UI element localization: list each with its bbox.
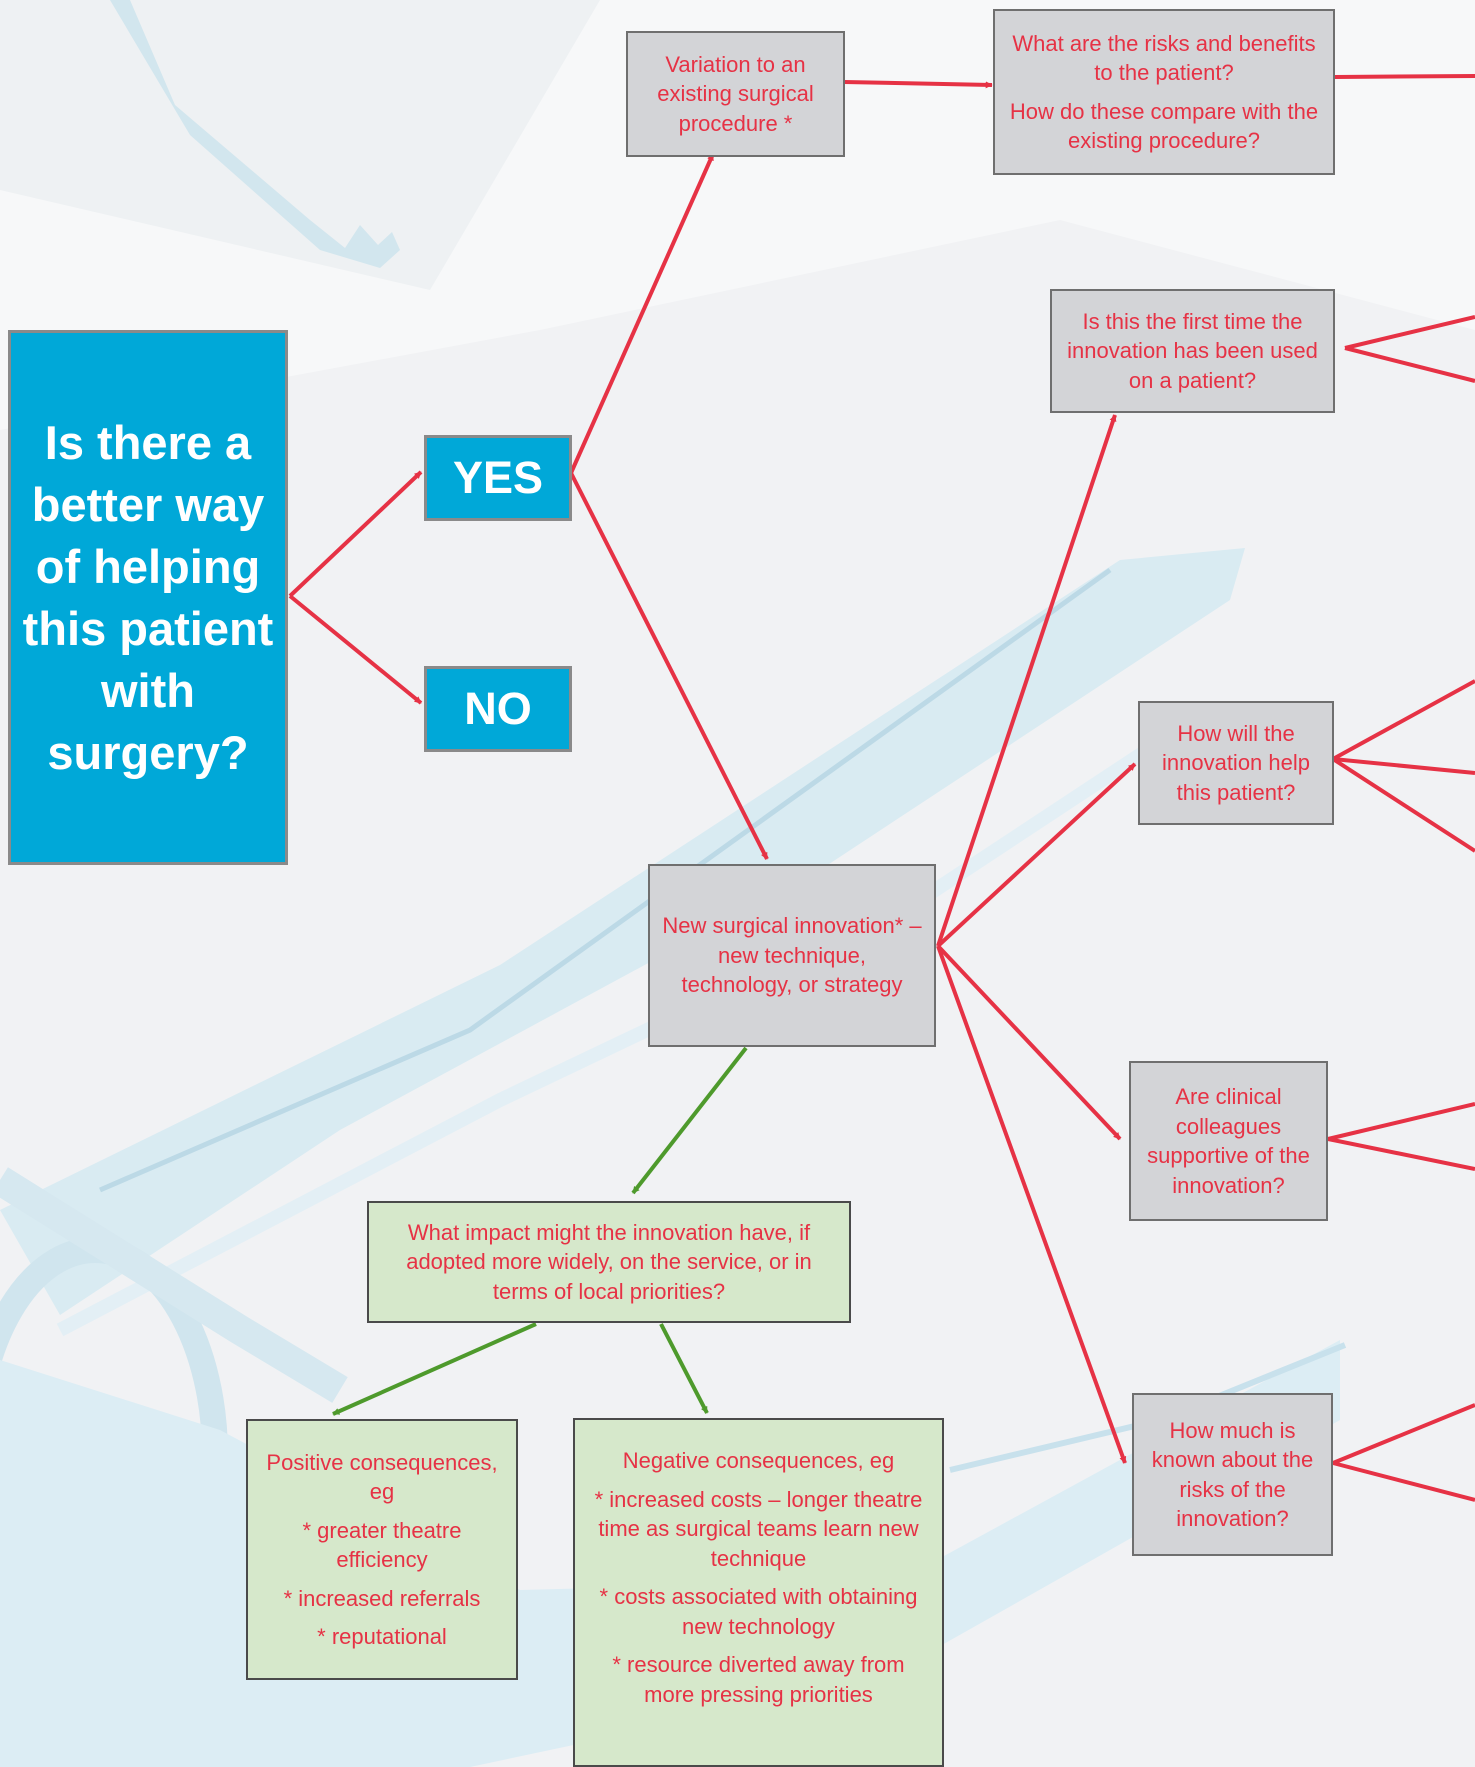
arrow-variation-to-risks [843,80,993,89]
arrow-innovation-to-impact [631,1046,748,1195]
no-label: NO [464,683,532,735]
yes-box: YES [424,435,572,521]
arrow-question-to-yes [288,470,423,598]
colleagues-question: Are clinical colleagues supportive of th… [1147,1084,1310,1198]
variation-box: Variation to an existing surgical proced… [626,31,845,157]
negative-item: * increased costs – longer theatre time … [594,1486,923,1571]
yes-label: YES [452,452,544,504]
no-box: NO [424,666,572,752]
risks-benefits-box: What are the risks and benefits to the p… [993,9,1335,175]
arrow-impact-to-positive [332,1322,537,1416]
negative-item: * resource diverted away from more press… [612,1652,905,1707]
arrow-yes-to-innovation [569,472,769,860]
arrow-question-to-no [288,594,423,705]
innovation-box: New surgical innovation* – new technique… [648,864,936,1047]
risks-benefits-question: What are the risks and benefits to the p… [1012,30,1316,86]
risks-known-box: How much is known about the risks of the… [1132,1393,1333,1556]
positive-consequences-box: Positive consequences, eg * greater thea… [246,1419,518,1680]
negative-item: * costs associated with obtaining new te… [599,1584,918,1639]
line-offpage-risks-known-b [1332,1461,1475,1502]
negative-title: Negative consequences, eg [622,1448,895,1473]
help-patient-box: How will the innovation help this patien… [1138,701,1334,825]
arrow-innovation-to-help [936,762,1137,948]
arrow-impact-to-negative [659,1323,709,1414]
line-offpage-help-b [1332,757,1475,775]
main-question-box: Is there a better way of helping this pa… [8,330,288,865]
line-offpage-help-c [1331,757,1475,853]
arrow-innovation-to-risks-known [936,945,1127,1464]
positive-title: Positive consequences, eg [266,1449,498,1505]
line-offpage-risks-known-a [1332,1403,1475,1465]
arrow-innovation-to-colleagues [936,944,1122,1141]
line-offpage-first-time-b [1344,346,1475,383]
main-question-text: Is there a better way of helping this pa… [22,415,274,779]
arrow-yes-to-variation [569,153,715,474]
first-time-box: Is this the first time the innovation ha… [1050,289,1335,413]
impact-box: What impact might the innovation have, i… [367,1201,851,1323]
line-offpage-first-time-a [1344,315,1475,350]
negative-consequences-box: Negative consequences, eg * increased co… [573,1418,944,1767]
impact-question: What impact might the innovation have, i… [406,1219,812,1304]
risks-known-question: How much is known about the risks of the… [1151,1417,1314,1532]
colleagues-box: Are clinical colleagues supportive of th… [1129,1061,1328,1221]
help-patient-question: How will the innovation help this patien… [1161,720,1310,805]
first-time-question: Is this the first time the innovation ha… [1067,308,1318,393]
innovation-text: New surgical innovation* – new technique… [662,913,922,998]
line-offpage-colleagues-a [1327,1102,1475,1141]
line-offpage-help-a [1332,679,1475,761]
positive-item: * greater theatre efficiency [302,1517,462,1573]
line-offpage-colleagues-b [1327,1137,1475,1171]
arrow-innovation-to-first-time [936,414,1117,947]
compare-question: How do these compare with the existing p… [1009,98,1319,154]
positive-item: * reputational [317,1624,447,1649]
positive-item: * increased referrals [283,1585,481,1611]
variation-text: Variation to an existing surgical proced… [657,51,814,136]
line-offpage-risks [1334,74,1475,79]
